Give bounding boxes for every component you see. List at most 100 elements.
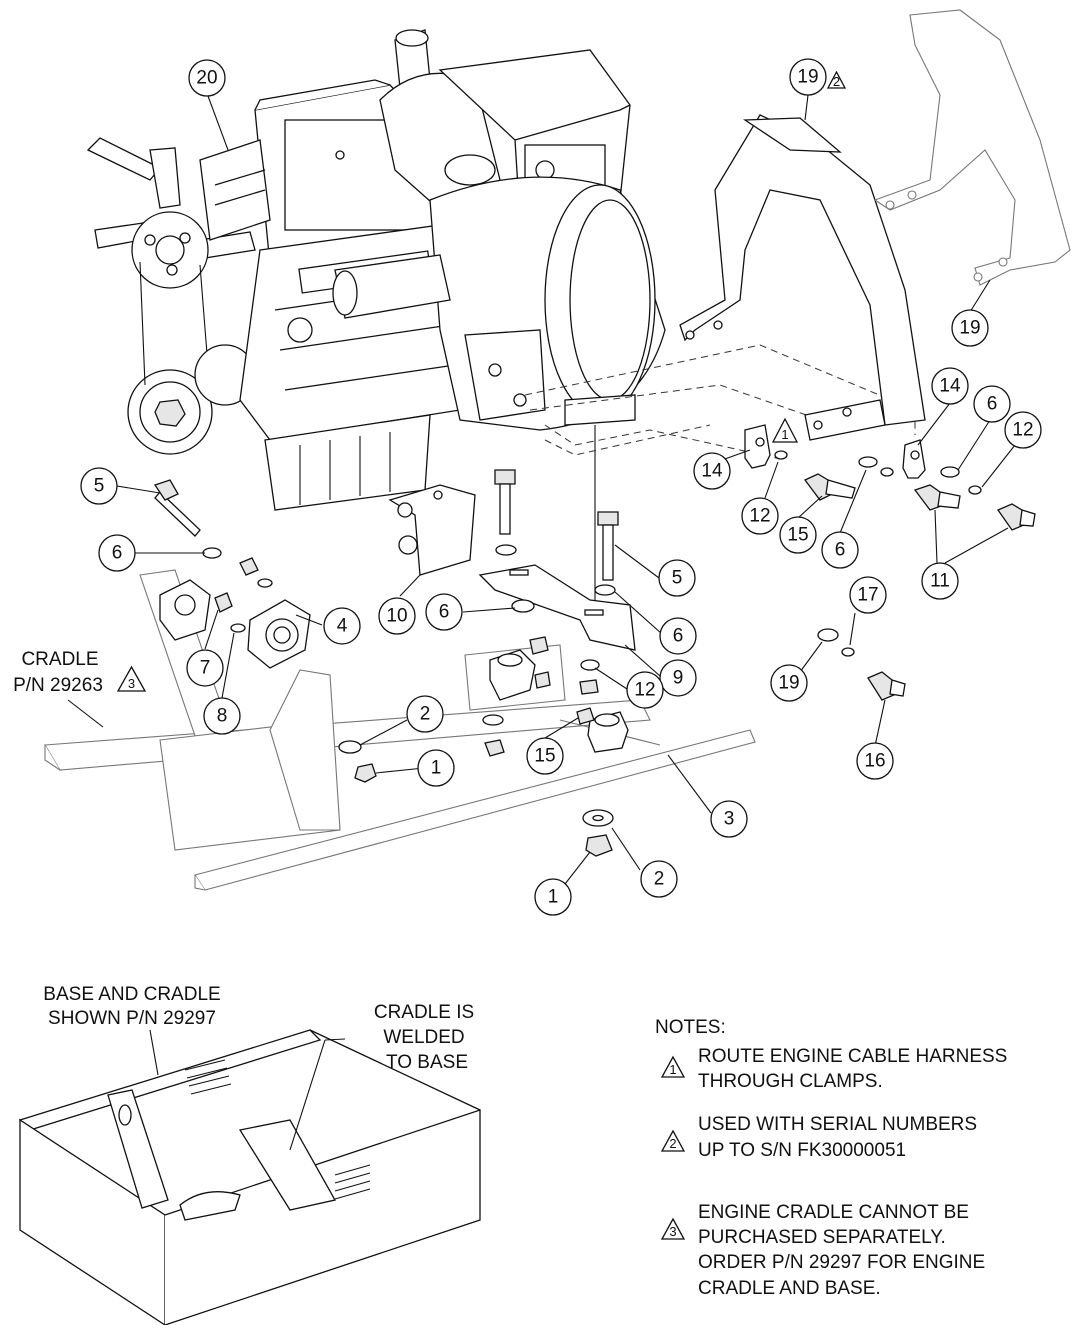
svg-text:SHOWN P/N 29297: SHOWN P/N 29297 [48,1008,216,1029]
svg-text:3: 3 [128,676,135,691]
svg-text:2: 2 [420,704,431,725]
svg-text:3: 3 [724,809,735,830]
svg-text:ROUTE ENGINE CABLE HARNESS: ROUTE ENGINE CABLE HARNESS [698,1046,1007,1067]
svg-text:6: 6 [112,543,123,564]
svg-text:ENGINE CRADLE CANNOT BE: ENGINE CRADLE CANNOT BE [698,1202,969,1223]
callout-16: 16 [856,742,894,780]
svg-text:UP TO S/N FK30000051: UP TO S/N FK30000051 [698,1140,906,1161]
svg-text:CRADLE IS: CRADLE IS [374,1002,474,1023]
svg-text:7: 7 [200,658,211,679]
svg-text:2: 2 [833,74,840,89]
callout-18: 19 [770,664,808,702]
svg-text:15: 15 [534,746,555,767]
note-2: 2 USED WITH SERIAL NUMBERS UP TO S/N FK3… [660,1114,977,1161]
vent-slots-top [184,1059,232,1095]
svg-text:12: 12 [634,680,655,701]
svg-text:3: 3 [669,1224,676,1239]
svg-text:2: 2 [654,869,665,890]
callout-6-left: 6 [98,534,136,572]
svg-text:TO BASE: TO BASE [386,1052,468,1073]
svg-text:2: 2 [669,1136,676,1151]
svg-text:WELDED: WELDED [383,1027,464,1048]
callout-14-left: 14 [693,452,731,490]
svg-text:6: 6 [673,626,684,647]
svg-text:19: 19 [797,67,818,88]
callout-20: 20 [188,59,226,97]
bracket-19-front [679,114,926,441]
note-triangle-2-diagram: 2 [826,70,847,89]
callout-12-center: 12 [626,671,664,709]
bracket-19-rear [873,9,1071,286]
svg-text:6: 6 [439,602,450,623]
svg-text:15: 15 [787,525,808,546]
hardware [153,424,1036,857]
vent-slots-bottom [334,1164,371,1200]
svg-text:6: 6 [835,540,846,561]
note-triangle-1-diagram: 1 [771,417,799,443]
svg-text:12: 12 [749,506,770,527]
cable-harness-route [524,344,916,461]
svg-text:USED WITH SERIAL NUMBERS: USED WITH SERIAL NUMBERS [698,1114,977,1135]
svg-text:17: 17 [857,585,878,606]
svg-text:19: 19 [778,673,799,694]
callout-6-mid-right: 6 [821,531,859,569]
callout-bubbles: 20 19 19 14 6 12 14 12 15 6 11 5 6 7 8 4… [80,58,1042,916]
callout-17: 17 [849,576,887,614]
svg-text:1: 1 [431,758,442,779]
callout-10: 10 [378,597,416,635]
note-3: 3 ENGINE CRADLE CANNOT BE PURCHASED SEPA… [660,1202,985,1299]
svg-text:1: 1 [548,887,559,908]
svg-text:ORDER P/N 29297 FOR ENGINE: ORDER P/N 29297 FOR ENGINE [698,1252,985,1273]
engine-assembly [86,29,666,600]
base-label: BASE AND CRADLE SHOWN P/N 29297 [43,984,220,1029]
notes-heading: NOTES: [655,1017,726,1038]
note-1: 1 ROUTE ENGINE CABLE HARNESS THROUGH CLA… [660,1046,1007,1092]
notes-section: NOTES: 1 ROUTE ENGINE CABLE HARNESS THRO… [655,1017,1007,1299]
welded-label: CRADLE IS WELDED TO BASE [374,1002,474,1073]
svg-text:14: 14 [939,376,961,397]
svg-text:CRADLE AND BASE.: CRADLE AND BASE. [698,1278,881,1299]
callout-7: 7 [186,649,224,687]
svg-text:11: 11 [930,571,950,592]
callout-1-left: 1 [417,749,455,787]
leader-lines [67,94,1016,885]
svg-text:12: 12 [1012,420,1033,441]
callout-6-right: 6 [973,385,1011,423]
svg-text:10: 10 [386,606,407,627]
callout-19-top: 19 [789,58,827,96]
callout-15-right: 15 [779,516,817,554]
svg-text:4: 4 [337,616,348,637]
base-and-cradle-inset [18,1029,481,1325]
svg-text:6: 6 [987,394,998,415]
svg-text:16: 16 [864,751,885,772]
callout-2-bottom: 2 [640,860,678,898]
svg-text:8: 8 [217,706,228,727]
callout-19-right: 19 [951,309,989,347]
callout-2-left: 2 [406,695,444,733]
callout-1-bottom: 1 [534,878,572,916]
callout-6-center-right: 6 [659,617,697,655]
svg-text:5: 5 [672,568,683,589]
callout-11: 11 [921,562,959,600]
svg-text:P/N 29263: P/N 29263 [13,675,103,696]
callout-15-center: 15 [526,737,564,775]
svg-text:14: 14 [701,461,723,482]
svg-text:PURCHASED SEPARATELY.: PURCHASED SEPARATELY. [698,1227,946,1248]
callout-3: 3 [710,800,748,838]
svg-text:20: 20 [196,68,217,89]
svg-text:1: 1 [781,427,788,442]
svg-text:1: 1 [669,1062,676,1077]
svg-text:CRADLE: CRADLE [21,649,98,670]
callout-6-center: 6 [425,593,463,631]
svg-text:THROUGH CLAMPS.: THROUGH CLAMPS. [698,1071,883,1092]
callout-14-right: 14 [931,367,969,405]
svg-text:BASE AND CRADLE: BASE AND CRADLE [43,984,220,1005]
svg-text:9: 9 [673,668,684,689]
cradle-label: CRADLE P/N 29263 3 [13,649,147,696]
callout-12-mid: 12 [741,497,779,535]
callout-12-right: 12 [1004,411,1042,449]
callout-9: 9 [659,659,697,697]
svg-text:5: 5 [94,476,105,497]
callout-4: 4 [323,607,361,645]
